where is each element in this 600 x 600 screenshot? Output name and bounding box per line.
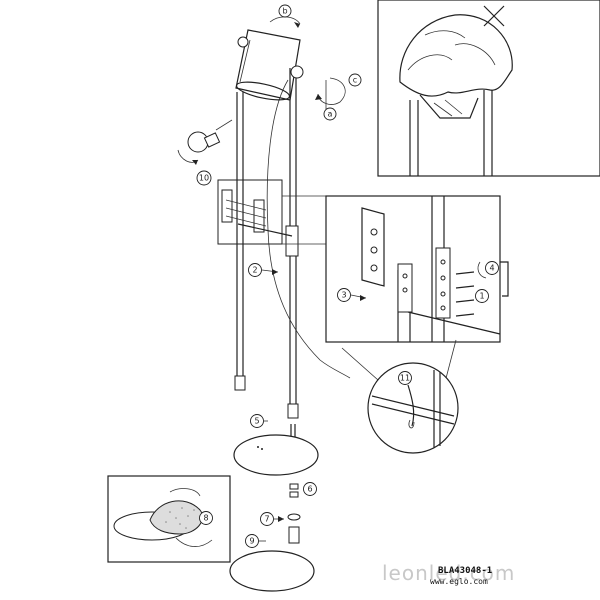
bracket-zone xyxy=(217,179,299,257)
svg-text:7: 7 xyxy=(264,515,269,524)
step-6-marker: 6 xyxy=(303,482,317,496)
svg-text:c: c xyxy=(353,76,357,85)
lampshade xyxy=(235,16,304,101)
lamp-poles xyxy=(234,68,299,470)
step-8-marker: 8 xyxy=(199,511,213,525)
svg-text:2: 2 xyxy=(252,266,257,275)
label-b: b xyxy=(278,4,292,18)
cable-detail-circle xyxy=(367,362,459,454)
svg-text:9: 9 xyxy=(249,537,254,546)
step-5-marker: 5 xyxy=(250,414,268,428)
svg-text:b: b xyxy=(282,7,287,16)
svg-text:6: 6 xyxy=(307,485,312,494)
base-plate-bottom xyxy=(229,550,315,592)
step-10-marker: 10 xyxy=(196,170,212,186)
warning-inset xyxy=(377,0,600,177)
step-7-marker: 7 xyxy=(260,512,284,526)
prohibited-x-icon xyxy=(483,5,505,27)
step-2-marker: 2 xyxy=(248,263,279,277)
light-bulb xyxy=(177,119,233,165)
svg-text:4: 4 xyxy=(489,264,494,273)
watermark: leonled.com xyxy=(382,561,515,585)
covered-lampshade xyxy=(399,14,513,119)
svg-text:11: 11 xyxy=(400,374,410,383)
svg-text:1: 1 xyxy=(479,292,484,301)
svg-text:8: 8 xyxy=(203,514,208,523)
step-3-marker: 3 xyxy=(337,288,367,302)
website-text: www.eglo.com xyxy=(430,577,488,586)
label-a: a xyxy=(323,107,337,121)
rotation-arrow-c: c xyxy=(315,73,362,112)
svg-text:5: 5 xyxy=(254,417,259,426)
step-9-marker: 9 xyxy=(245,534,266,548)
step-1-marker: 1 xyxy=(475,289,489,303)
model-code: BLA43048-1 xyxy=(438,566,492,576)
svg-text:3: 3 xyxy=(341,291,346,300)
bracket-detail-inset xyxy=(325,195,509,343)
screw-parts xyxy=(287,483,301,544)
svg-text:10: 10 xyxy=(199,174,209,183)
base-plate-top xyxy=(233,434,319,476)
power-cable xyxy=(266,79,351,379)
svg-text:a: a xyxy=(328,110,333,119)
step-4-marker: 4 xyxy=(477,261,499,279)
step-11-marker: 11 xyxy=(398,371,412,385)
